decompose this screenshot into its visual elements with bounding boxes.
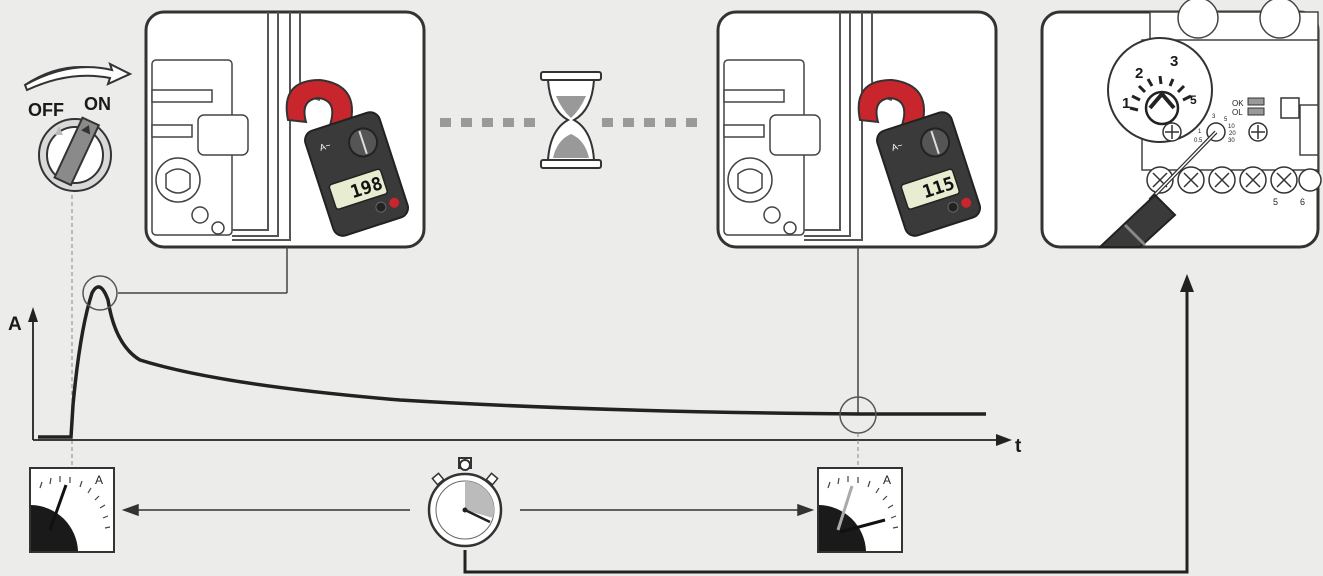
terminal-label-5: 5 [1273, 197, 1278, 207]
scale-label-1: 1 [1198, 129, 1202, 135]
peak-marker [82, 275, 118, 311]
scale-label-30: 30 [1228, 138, 1235, 144]
ammeter-needle [48, 484, 68, 531]
waiting-time-indicator [440, 71, 697, 169]
clamp-measure-panel-later: 115 A~ [716, 10, 998, 415]
motor-icon [723, 59, 821, 236]
ammeter-needle-previous [836, 485, 854, 531]
on-off-switch: OFF ON [23, 62, 133, 468]
ammeter-unit-label: A [883, 473, 891, 487]
motor-icon [151, 59, 249, 236]
analog-ammeter-later: A [817, 467, 903, 553]
current-time-graph: A t [8, 275, 1022, 468]
x-axis-label: t [1015, 436, 1022, 457]
scale-label-10: 10 [1228, 124, 1235, 130]
scale-label-05: 0.5 [1194, 138, 1203, 144]
screwdriver-icon [1097, 130, 1218, 248]
clamp-mode-label: A~ [890, 140, 904, 153]
clamp-mode-label: A~ [318, 140, 332, 153]
analog-ammeter-start: A [29, 467, 115, 553]
time-arrows [121, 503, 815, 517]
dial-label-2: 2 [1135, 65, 1143, 82]
hourglass-icon [540, 71, 602, 169]
terminal-screws [1146, 166, 1322, 194]
off-label: OFF [28, 100, 64, 120]
status-ok-label: OK [1232, 99, 1244, 108]
dial-magnifier: 1 2 3 5 [1107, 37, 1213, 143]
overload-relay-panel: 1 2 3 5 OK OL 1 3 5 10 20 30 0.5 [1040, 0, 1322, 249]
current-curve [38, 285, 986, 439]
scale-label-5: 5 [1224, 117, 1228, 123]
clamp-measure-panel-start: 198 A~ [118, 10, 426, 294]
dial-label-5: 5 [1190, 93, 1197, 107]
switch-lever-icon [53, 116, 101, 187]
scale-label-3: 3 [1212, 114, 1216, 120]
ammeter-unit-label: A [95, 473, 103, 487]
clamp-meter-icon: 115 A~ [857, 78, 982, 237]
y-axis-label: A [8, 314, 22, 335]
ammeter-needle [839, 518, 886, 534]
status-ol-label: OL [1232, 108, 1243, 117]
scale-label-20: 20 [1229, 131, 1236, 137]
on-label: ON [84, 94, 111, 114]
dial-label-3: 3 [1170, 53, 1178, 70]
stopwatch-icon [427, 457, 503, 548]
dial-label-1: 1 [1122, 95, 1130, 112]
adjust-relay-arrow [463, 274, 1194, 574]
clamp-meter-icon: 198 A~ [285, 78, 410, 237]
terminal-label-6: 6 [1300, 197, 1305, 207]
